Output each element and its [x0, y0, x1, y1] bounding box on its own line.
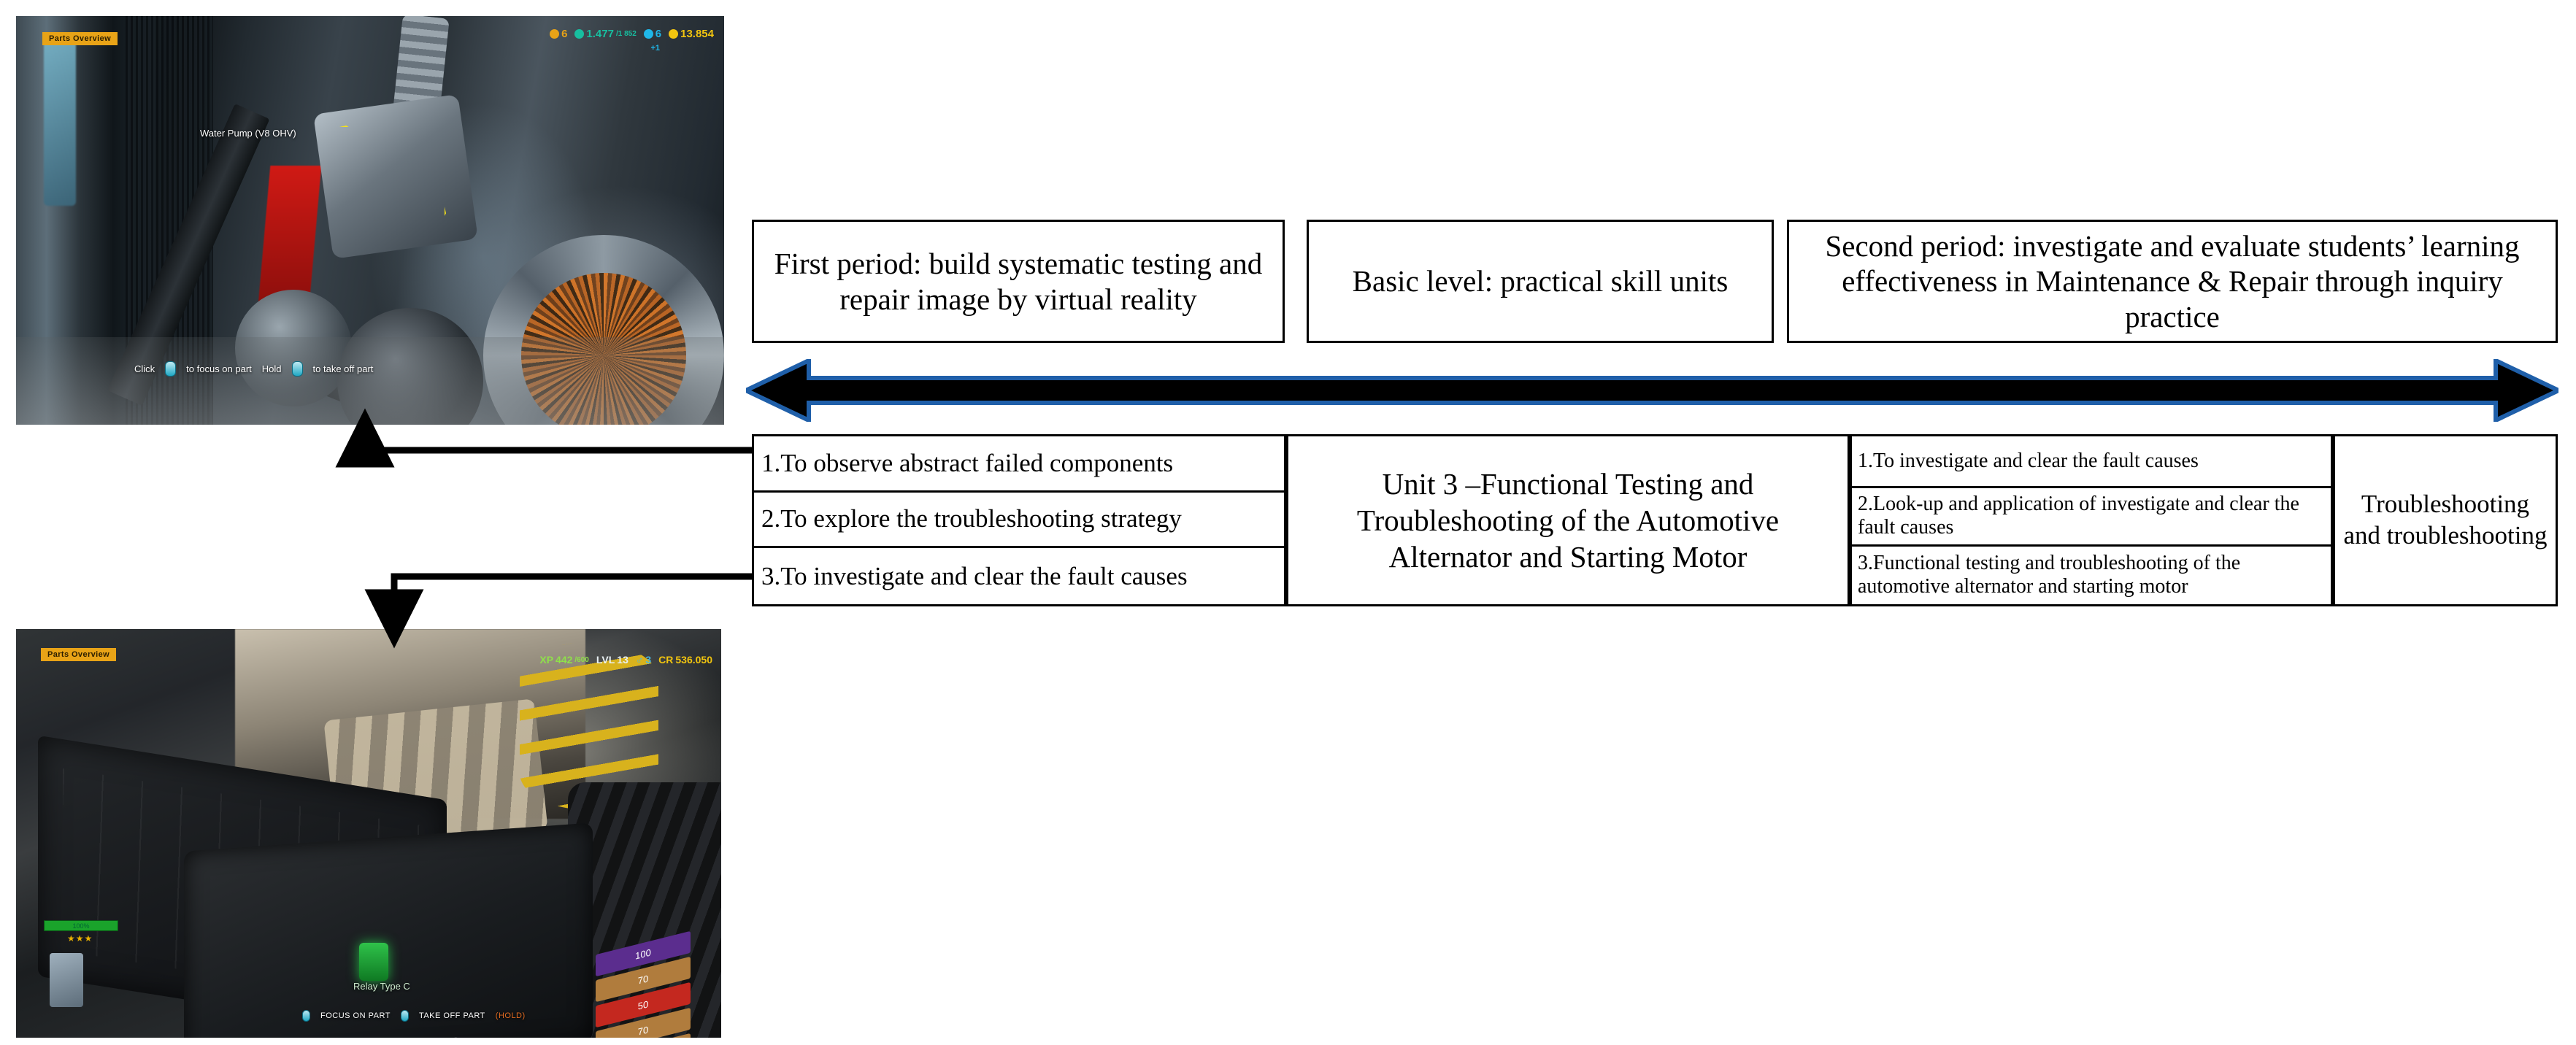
- hud-bonus-label: +1: [650, 44, 660, 53]
- level-icon: [550, 29, 560, 39]
- hud-level-chip: LVL 13: [596, 654, 628, 666]
- objective-row: 2.Look-up and application of investigate…: [1852, 488, 2331, 547]
- hint-click-text: to focus on part: [186, 363, 252, 374]
- outcome-cell: Troubleshooting and troubleshooting: [2333, 434, 2558, 606]
- rank-icon: ♂: [635, 654, 644, 666]
- hint-hold-text: to take off part: [312, 363, 374, 374]
- objective-row: 1.To investigate and clear the fault cau…: [1852, 436, 2331, 489]
- hud-rank-chip: ♂ 3: [635, 654, 652, 666]
- period-box-first: First period: build systematic testing a…: [752, 220, 1285, 343]
- hint-click-label: Click: [134, 363, 155, 374]
- objective-row: 1.To observe abstract failed components: [754, 436, 1284, 493]
- hud-money-chip: CR 536.050: [658, 654, 712, 666]
- period-box-basic-level: Basic level: practical skill units: [1307, 220, 1774, 343]
- right-objectives-column: 1.To investigate and clear the fault cau…: [1850, 434, 2333, 606]
- hint-hold-label: Hold: [261, 363, 282, 374]
- hud-xp-chip: XP 442 /600: [539, 654, 589, 666]
- hint-takeoff-label: TAKE OFF PART: [418, 1011, 485, 1020]
- left-objectives-column: 1.To observe abstract failed components …: [752, 434, 1286, 606]
- rating-stars: ★★★: [67, 933, 93, 944]
- connector-to-top-screenshot: [335, 408, 752, 468]
- mouse-left-hold-icon: [400, 1010, 409, 1022]
- part-name-label: Water Pump (V8 OHV): [200, 128, 296, 139]
- mouse-left-click-icon: [302, 1010, 310, 1022]
- fuse-box: [184, 822, 593, 1038]
- period-box-second: Second period: investigate and evaluate …: [1787, 220, 2558, 343]
- oil-can-item: [50, 953, 83, 1007]
- coil-spring: [520, 642, 658, 810]
- garage-floor: [16, 337, 724, 425]
- hint-focus-label: FOCUS ON PART: [320, 1011, 391, 1020]
- money-icon: [669, 29, 679, 39]
- hint-hold-suffix: (HOLD): [495, 1011, 526, 1020]
- objective-row: 3.Functional testing and troubleshooting…: [1858, 552, 2241, 598]
- condition-bar: 100%: [44, 920, 118, 931]
- hud-level-chip: 6: [550, 28, 567, 40]
- highlighted-relay[interactable]: [359, 943, 388, 981]
- vr-screenshot-relay: 1007050707050 Parts Overview Relay Type …: [16, 629, 721, 1038]
- control-hint-bar: FOCUS ON PART TAKE OFF PART (HOLD): [302, 1010, 526, 1022]
- objective-row: 3.To investigate and clear the fault cau…: [761, 561, 1188, 590]
- hud-stats-bar: XP 442 /600 LVL 13 ♂ 3 CR 536.050: [539, 654, 712, 666]
- control-hint-bar: Click to focus on part Hold to take off …: [134, 361, 373, 377]
- double-headed-timeline-arrow: [746, 359, 2558, 422]
- coolant-pipe: [44, 38, 76, 206]
- vr-screenshot-water-pump: Parts Overview Water Pump (V8 OHV) 6 1.4…: [16, 16, 724, 425]
- clock-icon: [643, 29, 653, 39]
- objective-row: 2.To explore the troubleshooting strateg…: [754, 493, 1284, 549]
- parts-overview-badge[interactable]: Parts Overview: [42, 32, 118, 45]
- mouse-left-click-icon: [165, 361, 177, 377]
- xp-icon: [574, 29, 585, 39]
- parts-overview-badge[interactable]: Parts Overview: [41, 648, 117, 661]
- hud-stats-bar: 6 1.477 /1 852 6 13.854: [550, 28, 714, 40]
- hud-clock-chip: 6: [643, 28, 661, 40]
- mouse-left-hold-icon: [291, 361, 303, 377]
- connector-to-bottom-screenshot: [364, 573, 752, 649]
- hud-money-chip: 13.854: [669, 28, 714, 40]
- unit-title-cell: Unit 3 –Functional Testing and Troublesh…: [1286, 434, 1850, 606]
- part-name-label: Relay Type C: [353, 981, 410, 992]
- hud-xp-chip: 1.477 /1 852: [574, 28, 637, 40]
